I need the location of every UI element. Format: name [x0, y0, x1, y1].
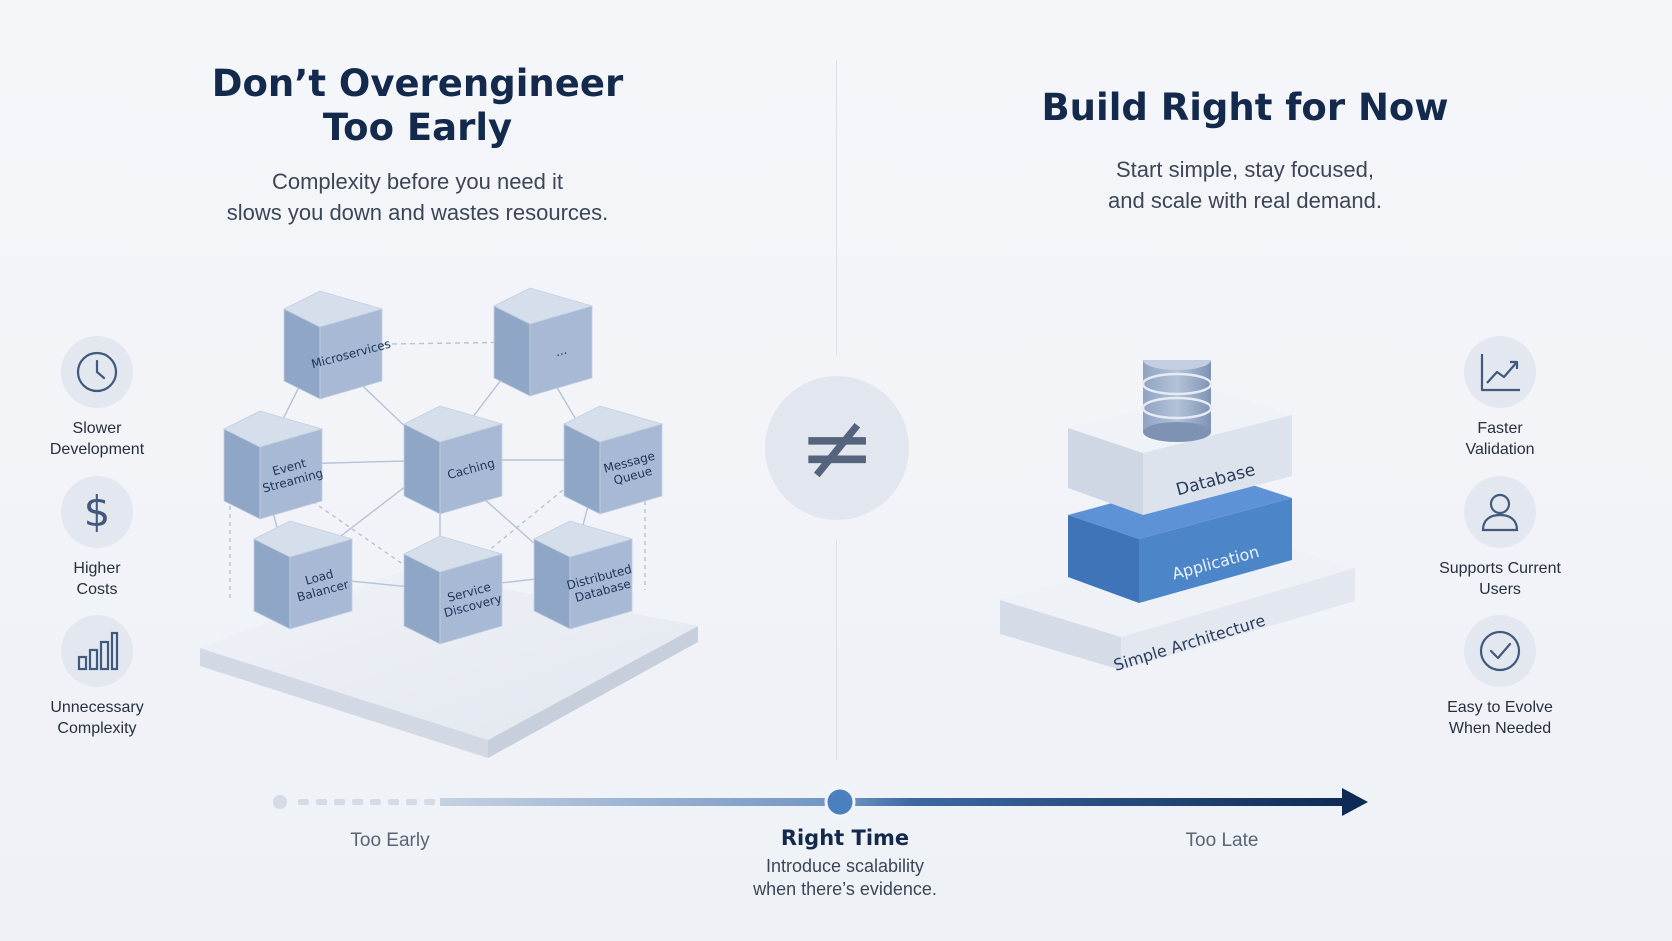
feature-label-line2: Costs — [76, 581, 118, 598]
cube-1: Microservices — [283, 290, 392, 400]
right-title: Build Right for Now — [1041, 86, 1449, 129]
cube-4: Caching — [403, 405, 504, 515]
feature-higher-costs: $ Higher Costs — [17, 476, 177, 600]
feature-label-line1: Easy to Evolve — [1447, 699, 1553, 716]
feature-label-line1: Higher — [73, 560, 121, 577]
timeline-arrowhead — [1342, 788, 1368, 816]
feature-unnecessary-complexity: Unnecessary Complexity — [17, 615, 177, 739]
feature-label-line1: Faster — [1477, 420, 1523, 437]
left-title-line2: Too Early — [322, 106, 513, 149]
feature-label-line2: Complexity — [57, 720, 137, 737]
right-subtitle-line1: Start simple, stay focused, — [1116, 157, 1374, 182]
right-time-title: Right Time — [780, 826, 910, 850]
left-subtitle: Complexity before you need it slows you … — [140, 166, 695, 228]
user-icon — [1481, 493, 1519, 532]
microservices-cluster: Microservices... EventStreaming Caching Mes… — [200, 287, 698, 758]
check-circle-icon — [1479, 630, 1521, 672]
right-subtitle: Start simple, stay focused, and scale wi… — [960, 154, 1530, 216]
right-heading: Build Right for Now — [960, 86, 1530, 130]
not-equal-icon: ≠ — [798, 394, 876, 501]
left-subtitle-line2: slows you down and wastes resources. — [226, 200, 609, 225]
center-divider-top — [836, 60, 837, 355]
feature-faster-validation: Faster Validation — [1420, 336, 1580, 460]
right-time-desc-line1: Introduce scalability — [765, 856, 925, 876]
right-time-desc-line2: when there’s evidence. — [753, 879, 937, 899]
trend-up-icon — [1480, 354, 1520, 392]
feature-label-line1: Unnecessary — [50, 699, 144, 716]
timeline-bar — [273, 786, 1368, 818]
feature-label-line2: Users — [1479, 581, 1521, 598]
stack-application: Application — [1068, 474, 1292, 603]
cube-5: MessageQueue — [563, 405, 664, 515]
cube-label: ... — [554, 343, 569, 359]
cube-7: ServiceDiscovery — [403, 535, 504, 645]
dollar-icon: $ — [83, 487, 111, 536]
feature-label-line1: Slower — [72, 420, 122, 437]
timeline-start-dot — [273, 795, 287, 809]
right-time-description: Introduce scalability when there’s evide… — [695, 855, 995, 901]
feature-label-line2: Development — [49, 441, 145, 458]
cube-6: LoadBalancer — [253, 520, 354, 630]
feature-easy-to-evolve: Easy to Evolve When Needed — [1420, 615, 1580, 739]
bar-chart-icon — [77, 631, 119, 671]
left-title-line1: Don’t Overengineer — [211, 62, 624, 105]
timeline-label-too-late: Too Late — [1185, 830, 1259, 851]
cube-3: EventStreaming — [223, 410, 325, 520]
cube-2: ... — [493, 287, 594, 397]
database-cylinder-icon — [1141, 360, 1213, 442]
clock-icon — [76, 351, 118, 393]
timeline-line — [440, 798, 1345, 806]
right-subtitle-line2: and scale with real demand. — [1108, 188, 1382, 213]
feature-label-line2: Validation — [1465, 441, 1535, 458]
cube-8: DistributedDatabase — [533, 520, 634, 630]
feature-slower-development: Slower Development — [17, 336, 177, 460]
simple-architecture-stack: Simple Architecture Application Database — [1000, 360, 1355, 675]
timeline-dashes — [298, 799, 435, 805]
timeline-label-right-time: Right Time Introduce scalability when th… — [695, 826, 995, 901]
timeline-label-too-early: Too Early — [350, 830, 430, 851]
timeline-marker — [824, 786, 856, 818]
feature-label-line1: Supports Current — [1439, 560, 1561, 577]
left-heading: Don’t Overengineer Too Early — [140, 62, 695, 150]
feature-supports-current-users: Supports Current Users — [1420, 476, 1580, 600]
not-equal-badge: ≠ — [765, 376, 909, 520]
center-divider-bottom — [836, 540, 837, 760]
left-subtitle-line1: Complexity before you need it — [271, 169, 564, 194]
feature-label-line2: When Needed — [1448, 720, 1552, 737]
